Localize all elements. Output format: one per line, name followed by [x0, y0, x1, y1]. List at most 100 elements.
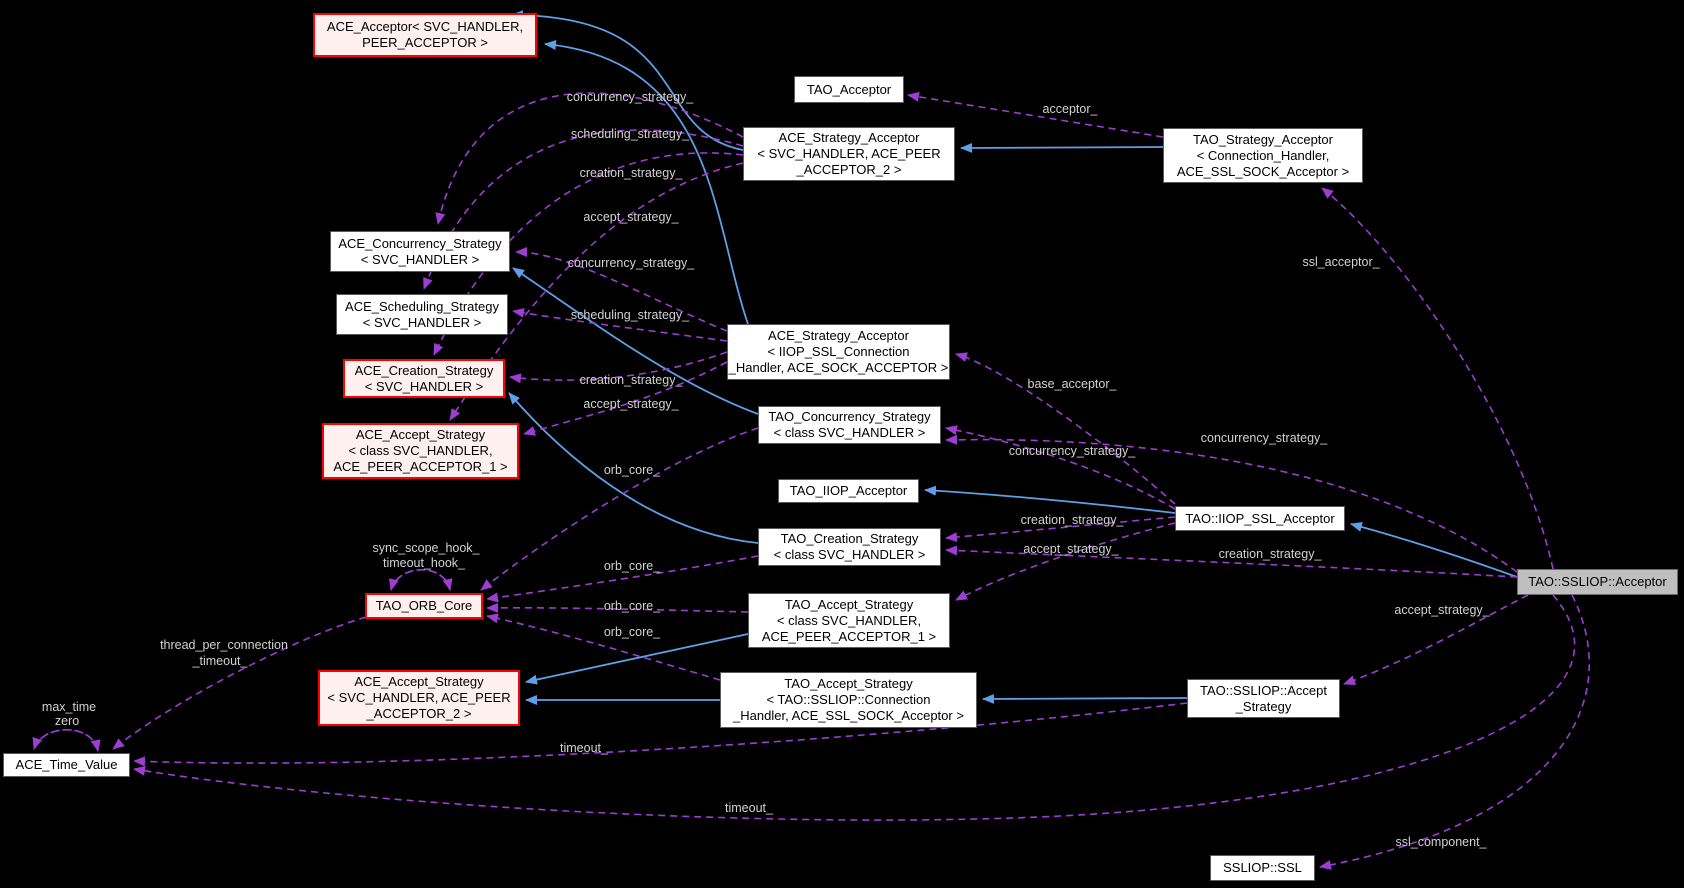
- edge-accept-strategy-member-iiop: [523, 361, 728, 436]
- node-tao-accept-strategy-1[interactable]: TAO_Accept_Strategy< class SVC_HANDLER,A…: [748, 593, 950, 648]
- edge-label: creation_strategy_: [579, 373, 683, 387]
- edge-label: concurrency_strategy_: [566, 90, 694, 104]
- edge-accept-strategy-member-ssliop: [1343, 594, 1529, 685]
- edge-label: sync_scope_hook_: [372, 541, 480, 555]
- edge-label: _timeout_: [192, 654, 248, 668]
- node-tao-iiop-ssl-acceptor[interactable]: TAO::IIOP_SSL_Acceptor: [1175, 506, 1345, 531]
- edge-label: accept_strategy_: [1023, 542, 1119, 556]
- node-ace-concurrency-strategy-line: < SVC_HANDLER >: [360, 251, 480, 267]
- node-tao-accept-strategy-ssliop[interactable]: TAO_Accept_Strategy< TAO::SSLIOP::Connec…: [720, 672, 977, 728]
- edge-thread-per-connection-timeout-member: [112, 616, 367, 750]
- edge-tao-accept-strategy-isa-ace-accept-strategy: [525, 633, 749, 685]
- edge-accept-strategy-member: [449, 162, 744, 421]
- edge-creation-strategy-member-ssliop: [945, 545, 1518, 578]
- node-ace-strategy-acceptor-2[interactable]: ACE_Strategy_Acceptor< SVC_HANDLER, ACE_…: [743, 127, 955, 181]
- node-ace-accept-strategy-1[interactable]: ACE_Accept_Strategy< class SVC_HANDLER,A…: [322, 423, 519, 479]
- edge-ace-strategy-acceptor-2-isa-ace-acceptor: [511, 10, 744, 151]
- edge-label: orb_core_: [603, 463, 661, 477]
- edge-base-acceptor-member: [955, 352, 1176, 505]
- node-tao-iiop-acceptor-line: TAO_IIOP_Acceptor: [789, 483, 908, 498]
- node-ace-accept-strategy-2-line: < SVC_HANDLER, ACE_PEER: [327, 690, 511, 705]
- edge-sync-scope-hook-self-loop-a: [389, 569, 451, 591]
- node-ace-creation-strategy[interactable]: ACE_Creation_Strategy< SVC_HANDLER >: [343, 359, 505, 398]
- edge-timeout-hook-self-loop-b: [390, 569, 453, 591]
- node-ace-strategy-acceptor-iiop-ssl-line: < IIOP_SSL_Connection: [767, 344, 910, 359]
- node-ace-scheduling-strategy[interactable]: ACE_Scheduling_Strategy< SVC_HANDLER >: [336, 294, 508, 335]
- node-tao-concurrency-strategy-line: TAO_Concurrency_Strategy: [768, 409, 931, 424]
- edge-accept-strategy-member-iiopssl: [955, 522, 1176, 601]
- node-tao-ssliop-accept-strategy-line: TAO::SSLIOP::Accept: [1200, 682, 1327, 698]
- node-ace-accept-strategy-2-line: ACE_Accept_Strategy: [354, 674, 484, 689]
- edge-label: orb_core_: [603, 625, 661, 639]
- node-tao-iiop-acceptor[interactable]: TAO_IIOP_Acceptor: [778, 479, 919, 503]
- edge-label: accept_strategy_: [583, 210, 679, 224]
- edge-label: orb_core_: [603, 559, 661, 573]
- node-tao-ssliop-acceptor[interactable]: TAO::SSLIOP::Acceptor: [1517, 569, 1678, 595]
- edge-label: timeout_: [725, 801, 773, 815]
- edge-concurrency-strategy-member-iiopssl: [945, 425, 1176, 510]
- edge-tao-strategy-acceptor-isa-ace-strategy-acceptor: [960, 142, 1164, 153]
- edge-label: accept_strategy_: [1394, 603, 1490, 617]
- node-tao-concurrency-strategy-line: < class SVC_HANDLER >: [773, 425, 926, 440]
- edge-orb-core-member-accept1: [486, 602, 749, 613]
- node-tao-acceptor[interactable]: TAO_Acceptor: [794, 76, 904, 103]
- edge-ssl-acceptor-member: [1321, 187, 1554, 570]
- node-tao-strategy-acceptor-line: < Connection_Handler,: [1196, 147, 1330, 163]
- edge-label: acceptor_: [1042, 102, 1098, 116]
- node-tao-acceptor-line: TAO_Acceptor: [806, 81, 892, 97]
- edge-label: timeout_hook_: [382, 556, 466, 570]
- node-ace-strategy-acceptor-iiop-ssl[interactable]: ACE_Strategy_Acceptor< IIOP_SSL_Connecti…: [727, 324, 950, 380]
- node-ace-accept-strategy-2[interactable]: ACE_Accept_Strategy< SVC_HANDLER, ACE_PE…: [318, 670, 520, 726]
- edge-zero-self-loop: [33, 729, 101, 752]
- node-ace-accept-strategy-1-line: ACE_Accept_Strategy: [355, 427, 486, 442]
- edge-tao-iiop-ssl-acceptor-isa-tao-iiop-acceptor: [924, 485, 1176, 514]
- edge-creation-strategy-member: [433, 152, 744, 356]
- node-tao-accept-strategy-1-line: TAO_Accept_Strategy: [784, 596, 914, 612]
- node-tao-orb-core[interactable]: TAO_ORB_Core: [365, 593, 483, 619]
- edge-scheduling-strategy-member-iiop: [512, 307, 728, 342]
- node-tao-ssliop-accept-strategy-line: _Strategy: [1235, 698, 1292, 714]
- edge-tao-concurrency-strategy-isa-ace-concurrency-strategy: [512, 267, 759, 415]
- node-tao-creation-strategy-line: TAO_Creation_Strategy: [780, 531, 919, 546]
- node-ace-time-value[interactable]: ACE_Time_Value: [3, 753, 130, 777]
- node-tao-strategy-acceptor[interactable]: TAO_Strategy_Acceptor< Connection_Handle…: [1163, 128, 1363, 183]
- edge-label: max_time: [41, 700, 97, 714]
- edge-label: ssl_component_: [1395, 835, 1487, 849]
- edge-label: ssl_acceptor_: [1302, 255, 1380, 269]
- edge-label: creation_strategy_: [579, 166, 683, 180]
- edge-ace-strategy-acceptor-iiop-isa-ace-acceptor: [544, 40, 749, 325]
- node-ace-strategy-acceptor-iiop-ssl-line: ACE_Strategy_Acceptor: [768, 328, 909, 343]
- node-tao-accept-strategy-1-line: ACE_PEER_ACCEPTOR_1 >: [761, 628, 937, 644]
- node-ssliop-ssl[interactable]: SSLIOP::SSL: [1210, 855, 1315, 881]
- node-ace-accept-strategy-1-line: < class SVC_HANDLER,: [348, 443, 493, 458]
- node-tao-strategy-acceptor-line: TAO_Strategy_Acceptor: [1193, 131, 1333, 147]
- node-tao-creation-strategy[interactable]: TAO_Creation_Strategy< class SVC_HANDLER…: [758, 528, 941, 566]
- node-ace-concurrency-strategy-line: ACE_Concurrency_Strategy: [338, 235, 502, 251]
- edge-concurrency-strategy-member-ssliop: [945, 434, 1518, 573]
- node-tao-accept-strategy-ssliop-line: TAO_Accept_Strategy: [784, 676, 913, 691]
- node-ace-strategy-acceptor-2-line: ACE_Strategy_Acceptor: [778, 130, 920, 145]
- node-ace-creation-strategy-line: < SVC_HANDLER >: [364, 378, 484, 394]
- edge-orb-core-member-concurrency: [480, 427, 759, 591]
- edge-label: scheduling_strategy_: [570, 127, 690, 141]
- edge-max-time-self-loop: [32, 729, 99, 752]
- node-tao-iiop-ssl-acceptor-line: TAO::IIOP_SSL_Acceptor: [1185, 510, 1335, 526]
- node-ace-creation-strategy-line: ACE_Creation_Strategy: [354, 362, 494, 378]
- node-tao-concurrency-strategy[interactable]: TAO_Concurrency_Strategy< class SVC_HAND…: [758, 406, 941, 444]
- node-tao-ssliop-accept-strategy[interactable]: TAO::SSLIOP::Accept_Strategy: [1187, 679, 1340, 718]
- node-ace-acceptor[interactable]: ACE_Acceptor< SVC_HANDLER,PEER_ACCEPTOR …: [313, 13, 537, 57]
- edge-timeout-member-accept-strategy: [133, 702, 1188, 767]
- node-ace-concurrency-strategy[interactable]: ACE_Concurrency_Strategy< SVC_HANDLER >: [330, 231, 510, 272]
- edge-tao-ssliop-acceptor-isa-tao-iiop-ssl-acceptor: [1350, 522, 1518, 578]
- edge-concurrency-strategy-member-iiop: [515, 247, 728, 332]
- edge-label: concurrency_strategy_: [567, 256, 695, 270]
- node-ace-strategy-acceptor-2-line: _ACCEPTOR_2 >: [796, 162, 902, 177]
- edge-timeout-member-acceptor: [133, 594, 1576, 821]
- node-ace-acceptor-line: ACE_Acceptor< SVC_HANDLER,: [326, 19, 524, 34]
- edge-scheduling-strategy-member: [423, 129, 744, 290]
- node-tao-orb-core-line: TAO_ORB_Core: [375, 598, 473, 613]
- edge-ssl-component-member: [1319, 594, 1591, 870]
- node-ace-scheduling-strategy-line: < SVC_HANDLER >: [362, 314, 482, 330]
- node-ace-time-value-line: ACE_Time_Value: [15, 757, 118, 772]
